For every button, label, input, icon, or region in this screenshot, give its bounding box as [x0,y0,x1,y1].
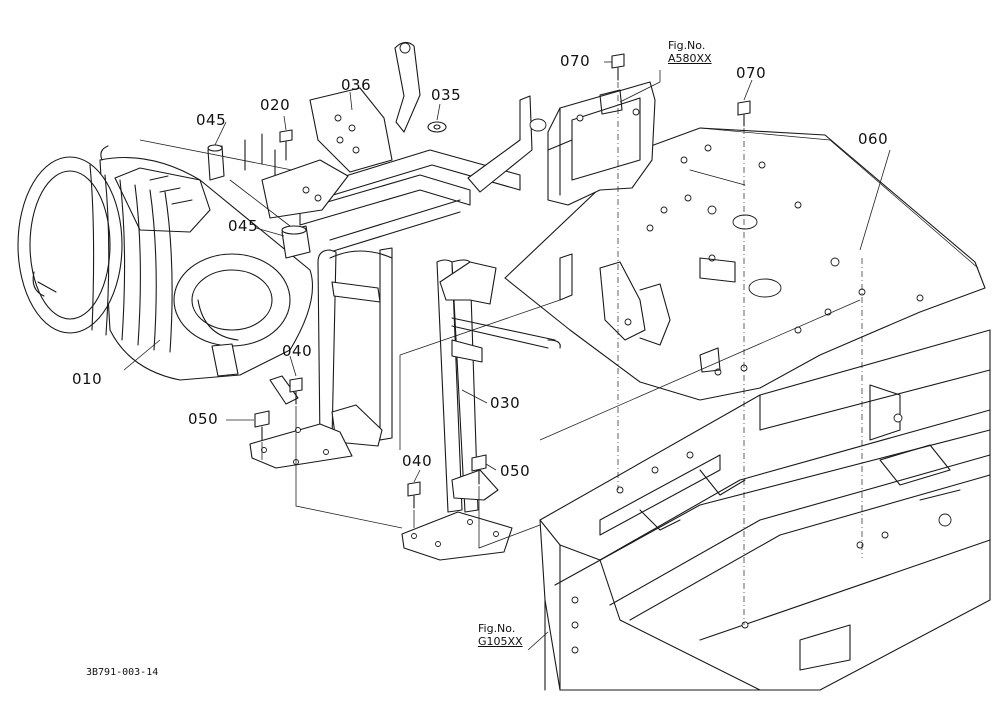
assembly-center-lines [139,82,863,625]
tractor-frame [539,329,991,691]
callout-040-left: 040 [282,342,313,360]
callout-036: 036 [341,76,372,94]
callout-070-left: 070 [560,52,591,70]
figure-ref-bottom-label: Fig.No. [478,622,516,635]
figure-ref-top-label: Fig.No. [668,39,706,52]
steering-support [244,41,561,561]
figure-ref-top[interactable]: Fig.No. A580XX [668,39,712,65]
callout-045-upper: 045 [196,111,227,129]
callout-020: 020 [260,96,291,114]
callout-050-left: 050 [188,410,219,428]
callout-060: 060 [858,130,889,148]
callout-050-right: 050 [500,462,531,480]
callout-045-lower: 045 [228,217,259,235]
figure-ref-top-code[interactable]: A580XX [668,51,712,65]
upper-right-bracket [547,81,656,206]
floor-plate-060 [504,127,986,401]
document-id: 3B791-003-14 [86,667,159,678]
callout-070-right: 070 [736,64,767,82]
callout-030: 030 [490,394,521,412]
leader-lines [123,61,891,651]
callout-040-right: 040 [402,452,433,470]
callout-010: 010 [72,370,103,388]
figure-ref-bottom[interactable]: Fig.No. G105XX [478,622,523,648]
air-cleaner-010 [17,145,313,381]
figure-ref-bottom-code[interactable]: G105XX [478,634,523,648]
callout-035: 035 [431,86,462,104]
